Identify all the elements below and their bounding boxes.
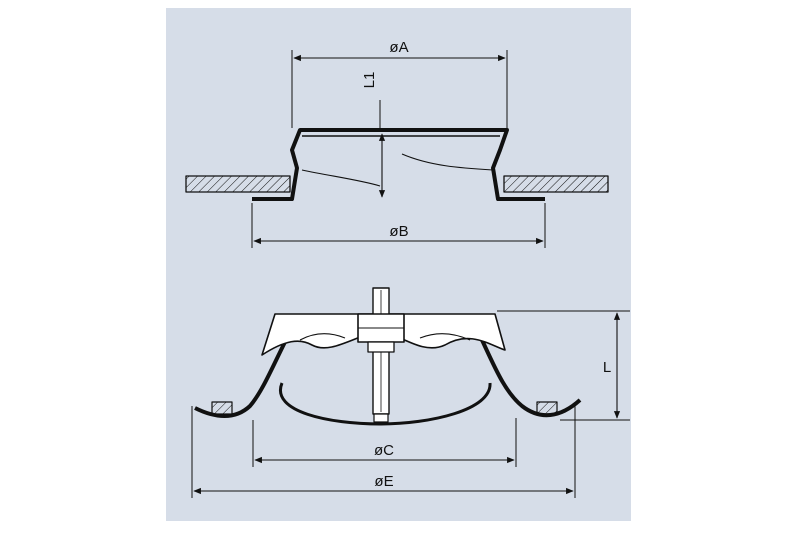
label-dim-l: L bbox=[603, 359, 611, 376]
label-dim-c: øC bbox=[374, 442, 394, 459]
housing-profile bbox=[252, 128, 545, 201]
guide-curve-left bbox=[301, 169, 381, 187]
label-dim-e: øE bbox=[374, 473, 393, 490]
bottom-diffuser-section bbox=[191, 287, 630, 498]
ceiling-slab-right bbox=[503, 175, 609, 193]
outer-shell-left bbox=[194, 341, 287, 418]
label-dim-b: øB bbox=[389, 223, 408, 240]
label-dim-l1: L1 bbox=[361, 72, 378, 89]
top-diffuser-section bbox=[185, 50, 609, 248]
guide-curve-right bbox=[401, 153, 494, 171]
gasket-left bbox=[211, 401, 233, 415]
label-dim-a: øA bbox=[389, 39, 408, 56]
ceiling-slab-left bbox=[185, 175, 291, 193]
outer-shell-right bbox=[480, 339, 582, 418]
gasket-right bbox=[536, 401, 558, 415]
inner-bowl bbox=[278, 382, 492, 426]
drawing-panel bbox=[166, 8, 631, 521]
